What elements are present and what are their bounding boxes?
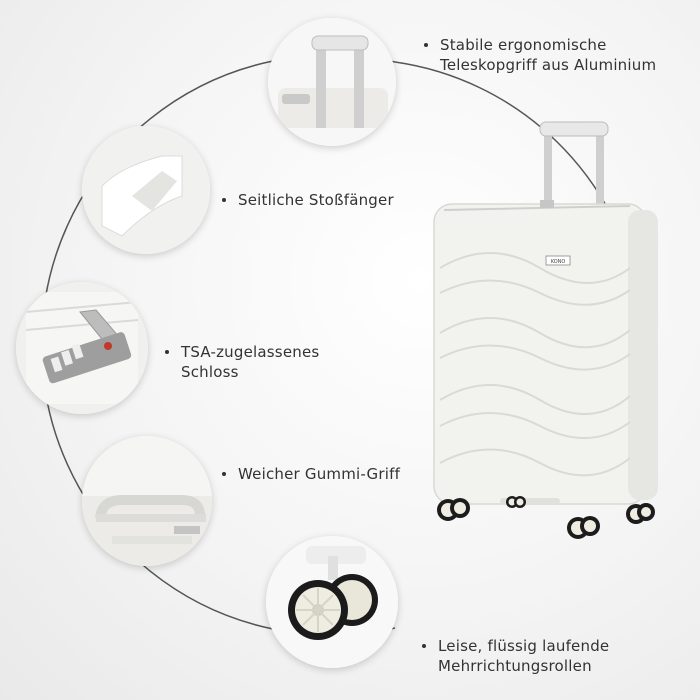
bullet-dot bbox=[222, 198, 226, 202]
suitcase-side bbox=[628, 210, 658, 500]
handle-rod bbox=[544, 128, 552, 208]
feature-handle-text: Stabile ergonomische Teleskopgriff aus A… bbox=[424, 35, 657, 75]
bullet-dot bbox=[165, 350, 169, 354]
spinner-wheel-icon bbox=[266, 536, 398, 668]
brand-badge bbox=[545, 255, 571, 266]
feature-wheels-text: Leise, flüssig laufende Mehrrichtungsrol… bbox=[422, 636, 610, 676]
wheel bbox=[567, 516, 600, 539]
bullet-dot bbox=[424, 43, 428, 47]
wheel bbox=[626, 503, 655, 524]
handle-grip bbox=[539, 121, 609, 137]
feature-line: TSA-zugelassenes bbox=[181, 343, 320, 361]
lock-detail-image bbox=[16, 282, 148, 414]
wheels-detail-image bbox=[266, 536, 398, 668]
suitcase-body bbox=[433, 203, 647, 505]
wheel bbox=[506, 496, 526, 508]
handle-rod bbox=[596, 128, 604, 208]
feature-line: Mehrrichtungsrollen bbox=[438, 657, 592, 675]
brand-badge-text: KONO bbox=[551, 259, 566, 265]
feature-bumper-text: Seitliche Stoßfänger bbox=[222, 190, 394, 210]
feature-line: Schloss bbox=[181, 363, 239, 381]
feature-lock-text: TSA-zugelassenes Schloss bbox=[165, 342, 320, 382]
bullet-dot bbox=[422, 644, 426, 648]
feature-line: Weicher Gummi-Griff bbox=[238, 465, 401, 483]
feature-line: Teleskopgriff aus Aluminium bbox=[440, 56, 657, 74]
tsa-lock-icon bbox=[16, 282, 148, 414]
bumper-icon bbox=[82, 126, 210, 254]
feature-line: Leise, flüssig laufende bbox=[438, 637, 610, 655]
bumper-detail-image bbox=[82, 126, 210, 254]
feature-grip-text: Weicher Gummi-Griff bbox=[222, 464, 401, 484]
telescopic-handle-icon bbox=[268, 18, 396, 146]
grip-handle-icon bbox=[82, 436, 212, 566]
feature-line: Seitliche Stoßfänger bbox=[238, 191, 394, 209]
bullet-dot bbox=[222, 472, 226, 476]
feature-line: Stabile ergonomische bbox=[440, 36, 607, 54]
grip-detail-image bbox=[82, 436, 212, 566]
suitcase-image: KONO bbox=[433, 121, 658, 539]
wheel bbox=[437, 498, 470, 521]
handle-detail-image bbox=[268, 18, 396, 146]
